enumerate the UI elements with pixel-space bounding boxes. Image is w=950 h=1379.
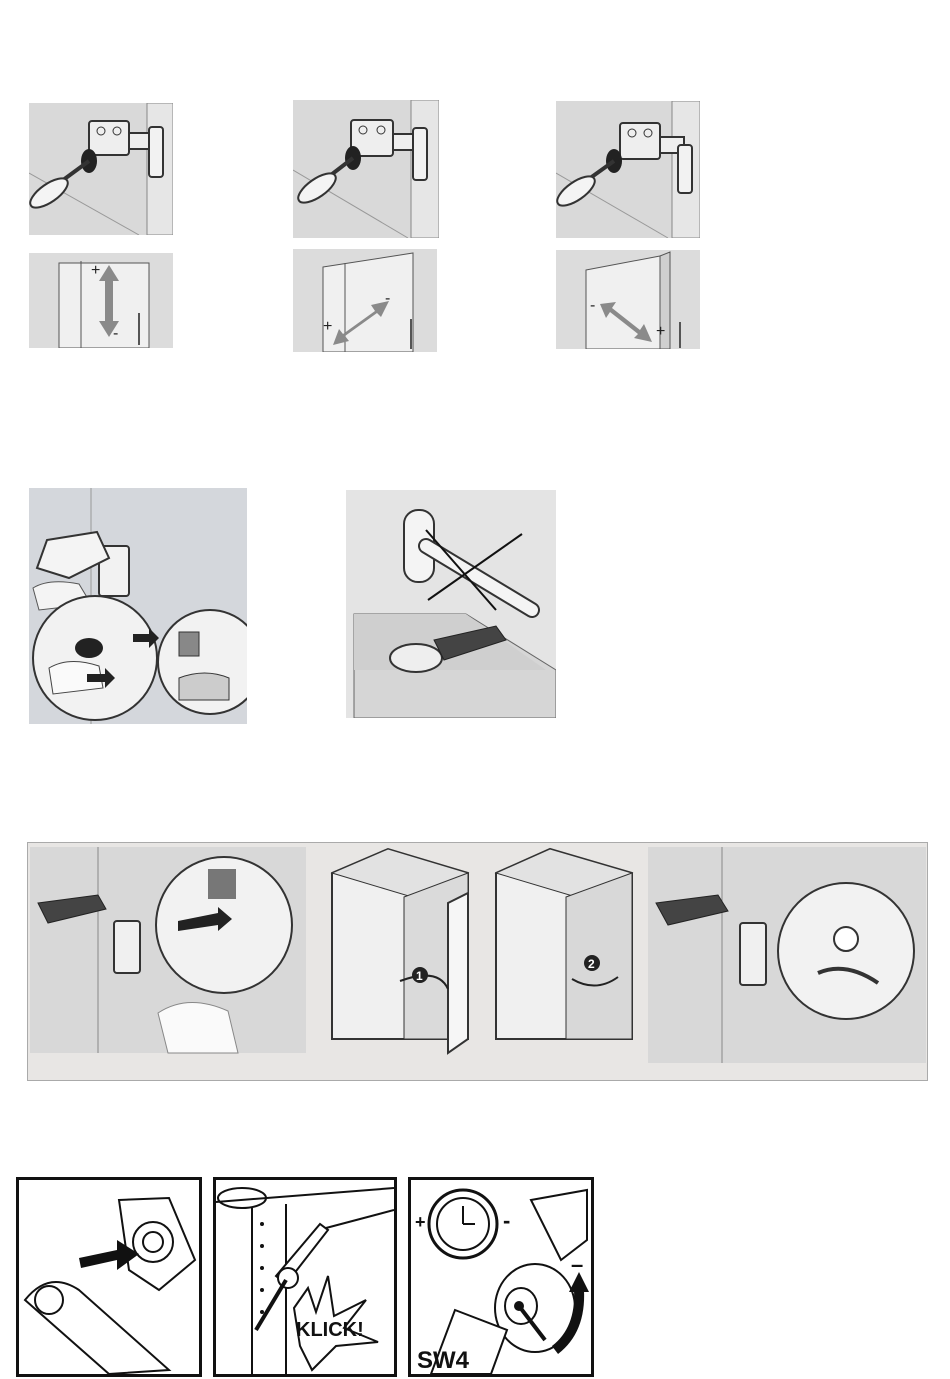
sequence-frame-open-door: 1 <box>332 849 468 1053</box>
sequence-frame-clip <box>30 847 306 1053</box>
screwdriver-hinge-illustration-1 <box>29 103 173 235</box>
hinge-adjust-screw-3 <box>556 101 700 238</box>
door-adjust-depth: + - <box>293 249 437 352</box>
no-hammer-warning-panel <box>346 490 556 718</box>
clock-dial-icon <box>429 1190 497 1258</box>
lift-arm-mount-panel <box>16 1177 202 1377</box>
klick-label: KLICK! <box>296 1319 364 1341</box>
minus-sign: - <box>113 325 118 342</box>
minus-sign: - <box>590 297 595 314</box>
assembly-sequence-strip: 1 2 <box>27 842 928 1081</box>
hinge-adjust-screw-1 <box>29 103 173 235</box>
lift-arm-klick-panel: KLICK! <box>213 1177 397 1377</box>
dial-plus: + <box>415 1212 426 1232</box>
wrench-size-label: SW4 <box>417 1347 470 1374</box>
plus-sign: + <box>323 318 332 335</box>
dial-minus: - <box>503 1208 510 1233</box>
door-adjust-lateral: - + <box>556 250 700 349</box>
sequence-frame-close-door: 2 <box>496 849 632 1039</box>
minus-sign: - <box>385 290 390 307</box>
lift-tension-adjust-panel: + - – SW4 <box>408 1177 594 1377</box>
detail-magnifier-1 <box>33 596 157 720</box>
arrow-minus-label: – <box>571 1252 583 1277</box>
hinge-adjust-screw-2 <box>293 100 439 238</box>
door-adjust-vertical: + - <box>29 253 173 348</box>
hinge-clip-release-panel <box>29 488 247 724</box>
screwdriver-hinge-illustration-3 <box>556 101 700 238</box>
sequence-frame-locked <box>648 847 926 1063</box>
plus-sign: + <box>656 323 665 340</box>
screwdriver-hinge-illustration-2 <box>293 100 439 238</box>
svg-text:1: 1 <box>416 969 423 983</box>
plus-sign: + <box>91 262 100 279</box>
svg-text:2: 2 <box>588 957 595 971</box>
